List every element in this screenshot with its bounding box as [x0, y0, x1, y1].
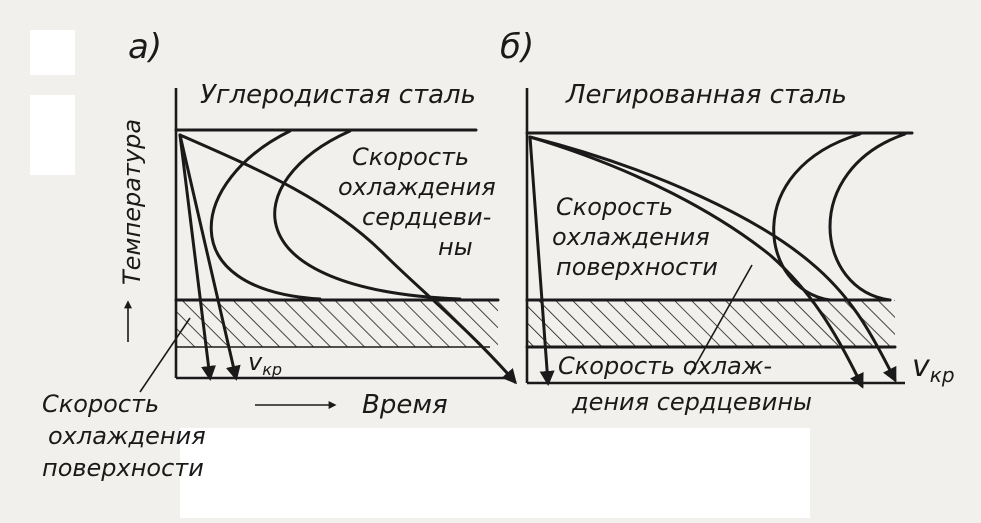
panel-b-c-curve-end [828, 132, 907, 302]
panel-a-surface-label: Скорость охлаждения поверхности [42, 390, 213, 482]
patch [30, 30, 75, 75]
patch [180, 428, 810, 518]
panel-a-surface-cooling-line [178, 133, 216, 381]
panel-b-surface-label-line3: поверхности [556, 253, 718, 281]
panel-a-surface-label-line1: Скорость [42, 390, 159, 418]
panel-b-title: Легированная сталь [565, 80, 847, 110]
panel-a-core-label-line1: Скорость [352, 143, 469, 171]
panel-b-surface-label: Скорость охлаждения поверхности [552, 193, 718, 281]
panel-b: б) Легированная сталь Скорость охлаждени… [500, 27, 955, 416]
panel-a-core-label-line4: ны [438, 233, 473, 261]
panel-b-critical-rate: vкр [912, 349, 955, 387]
panel-b-core-leader [689, 264, 753, 376]
panel-b-core-label-line2: дения сердцевины [571, 388, 812, 416]
x-axis-label: Время [362, 390, 448, 420]
panel-a-critical-rate: vкр [248, 348, 282, 379]
panel-a-surface-label-line3: поверхности [42, 454, 204, 482]
panel-a-core-label-line3: сердцеви- [362, 203, 491, 231]
y-axis-label: Температура [118, 119, 146, 285]
panel-b-core-cooling-curve [528, 135, 864, 389]
panel-a-core-label: Скорость охлаждения сердцеви- ны [338, 143, 503, 261]
patch [30, 95, 75, 175]
panel-b-critical-cooling-curve [528, 135, 897, 383]
panel-a-core-label-line2: охлаждения [338, 173, 496, 201]
panel-b-martensite-band [527, 300, 895, 347]
panel-a-letter: а) [128, 27, 162, 67]
panel-a-critical-cooling-line [178, 133, 241, 381]
panel-b-surface-label-line1: Скорость [556, 193, 673, 221]
panel-b-core-label: Скорость охлаж- дения сердцевины [558, 352, 812, 416]
panel-b-surface-cooling-line [528, 135, 555, 386]
panel-b-letter: б) [500, 27, 534, 67]
panel-a: а) Углеродистая сталь Скорость охлаждени… [42, 27, 517, 482]
panel-b-core-label-line1: Скорость охлаж- [558, 352, 772, 380]
panel-b-surface-label-line2: охлаждения [552, 223, 710, 251]
panel-a-core-cooling-curve [178, 133, 517, 385]
panel-a-c-curve-start [209, 129, 322, 301]
panel-a-surface-leader [139, 317, 191, 393]
panel-a-c-curve-end [273, 129, 462, 301]
panel-a-martensite-band [176, 300, 498, 347]
panel-a-title: Углеродистая сталь [200, 80, 476, 110]
panel-a-surface-label-line2: охлаждения [48, 422, 206, 450]
